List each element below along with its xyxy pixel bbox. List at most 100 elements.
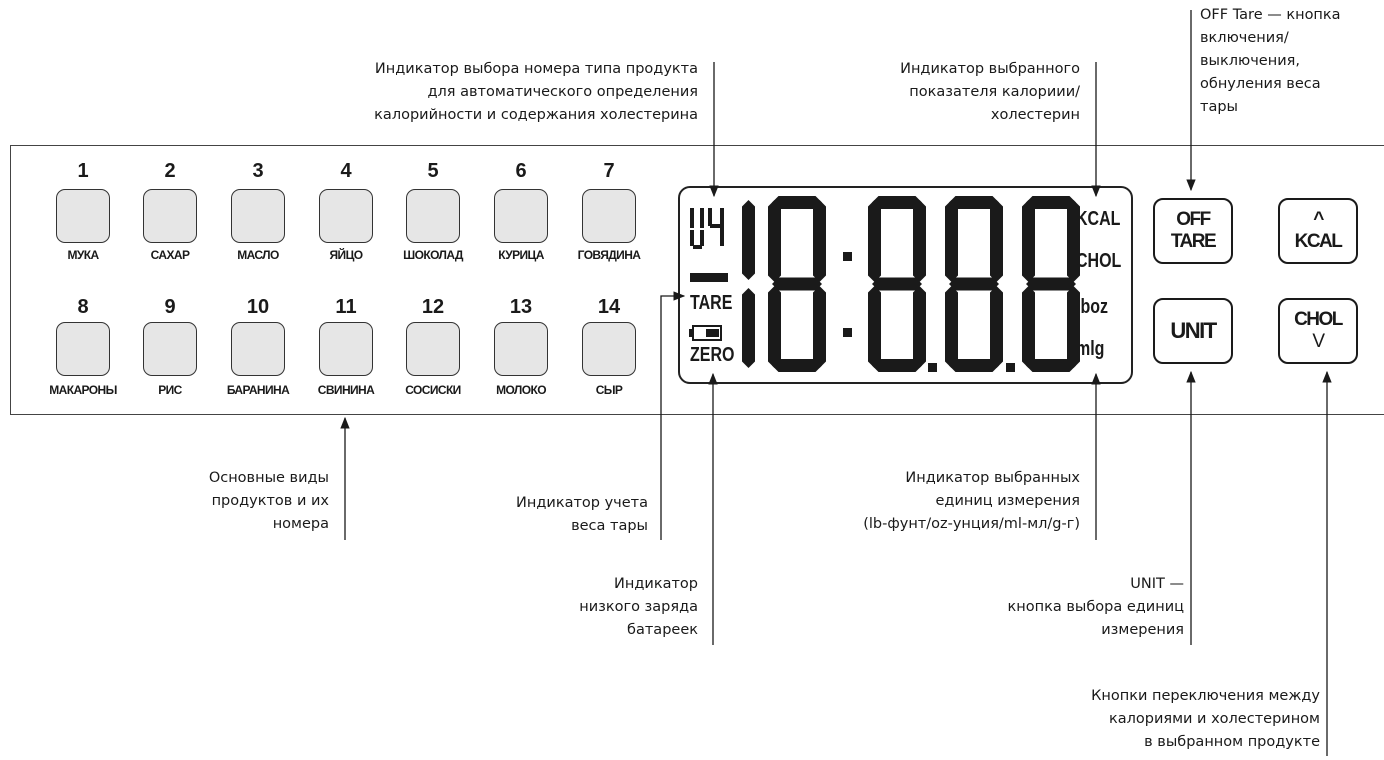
lcd-segments: [689, 196, 1080, 372]
lcd-segment: [1026, 359, 1076, 372]
annotation-battery: Индикатор низкого заряда батареек: [579, 576, 698, 638]
product-number: 2: [164, 160, 176, 182]
lcd-segment: [868, 200, 881, 282]
lcd-dot: [843, 328, 852, 337]
chol-down-button[interactable]: CHOL V: [1278, 298, 1358, 364]
lcd-segment: [913, 200, 926, 282]
product-name: БАРАНИНА: [226, 383, 290, 397]
product-number: 7: [603, 160, 615, 182]
product-name: САХАР: [150, 248, 190, 262]
product-name: ШОКОЛАД: [403, 248, 463, 262]
lcd-segment: [1067, 200, 1080, 282]
scale-control-panel: [10, 145, 1384, 415]
unit-chol-label: CHOL: [1076, 250, 1122, 272]
annotation-off-tare: OFF Tare — кнопка включения/ выключения,…: [1200, 7, 1341, 115]
lcd-dot: [843, 252, 852, 261]
product-key[interactable]: [143, 189, 197, 243]
product-number: 13: [509, 296, 533, 318]
product-name: ГОВЯДИНА: [577, 248, 641, 262]
product-number: 11: [335, 296, 357, 318]
product-number: 14: [597, 296, 621, 318]
annotation-unit-button: UNIT — кнопка выбора единиц измерения: [1007, 576, 1185, 638]
product-name: СВИНИНА: [317, 383, 375, 397]
lcd-segment: [872, 277, 922, 291]
lcd-segment: [772, 196, 822, 209]
lcd-segment: [768, 286, 781, 368]
lcd-dot: [928, 363, 937, 372]
annotation-product-type: Индикатор выбора номера типа продукта дл…: [374, 61, 698, 123]
product-name: СОСИСКИ: [405, 383, 461, 397]
lcd-segment: [949, 196, 999, 209]
lcd-segment: [1022, 200, 1035, 282]
lcd-segment: [990, 200, 1003, 282]
off-tare-button[interactable]: OFF TARE: [1153, 198, 1233, 264]
product-name: РИС: [158, 383, 182, 397]
product-key[interactable]: [231, 189, 285, 243]
product-number: 12: [421, 296, 445, 318]
lcd-segment: [813, 200, 826, 282]
product-name: СЫР: [595, 383, 623, 397]
lcd-dot: [1006, 363, 1015, 372]
down-arrow-icon: V: [1312, 331, 1325, 352]
lcd-segment: [945, 200, 958, 282]
product-number: 4: [340, 160, 352, 182]
product-name: МУКА: [67, 248, 99, 262]
product-key[interactable]: [319, 189, 373, 243]
lcd-segment: [913, 286, 926, 368]
product-name: МАСЛО: [237, 248, 279, 262]
unit-kcal-label: KCAL: [1076, 208, 1121, 230]
annotation-tare: Индикатор учета веса тары: [516, 495, 648, 534]
product-number: 3: [252, 160, 264, 182]
product-number: 6: [515, 160, 527, 182]
lcd-segment: [990, 286, 1003, 368]
lcd-display: TARE ZERO KCAL CHOL iboz mlg: [678, 186, 1133, 384]
product-key[interactable]: [56, 322, 110, 376]
lcd-segment: [872, 196, 922, 209]
product-number: 10: [246, 296, 270, 318]
lcd-segment: [945, 286, 958, 368]
product-number: 9: [164, 296, 176, 318]
product-name: ЯЙЦО: [329, 248, 364, 262]
product-name: МАКАРОНЫ: [49, 383, 117, 397]
lcd-segment: [768, 200, 781, 282]
lcd-segment: [772, 359, 822, 372]
battery-icon: [689, 325, 722, 341]
lcd-segment: [949, 359, 999, 372]
kcal-up-button[interactable]: ^ KCAL: [1278, 198, 1358, 264]
lcd-segment: [1026, 277, 1076, 291]
unit-mlg-label: mlg: [1076, 338, 1105, 360]
product-number: 8: [77, 296, 89, 318]
lcd-segment: [1022, 286, 1035, 368]
product-name: МОЛОКО: [496, 383, 546, 397]
leader-tare: [660, 291, 686, 540]
annotation-calorie: Индикатор выбранного показателя калориии…: [900, 61, 1080, 123]
product-key[interactable]: [406, 189, 460, 243]
product-key[interactable]: [494, 189, 548, 243]
tare-indicator-label: TARE: [690, 292, 733, 314]
product-key[interactable]: [231, 322, 285, 376]
annotation-main-products: Основные виды продуктов и их номера: [208, 470, 329, 532]
unit-iboz-label: iboz: [1076, 296, 1108, 318]
product-key[interactable]: [494, 322, 548, 376]
up-arrow-icon: ^: [1313, 209, 1324, 230]
product-key[interactable]: [582, 189, 636, 243]
lcd-segment: [742, 200, 755, 280]
zero-indicator-label: ZERO: [690, 344, 735, 366]
product-key[interactable]: [56, 189, 110, 243]
lcd-segment: [1067, 286, 1080, 368]
product-key[interactable]: [143, 322, 197, 376]
product-key[interactable]: [406, 322, 460, 376]
unit-button[interactable]: UNIT: [1153, 298, 1233, 364]
product-number: 5: [427, 160, 439, 182]
lcd-segment: [949, 277, 999, 291]
lcd-segment: [772, 277, 822, 291]
product-name: КУРИЦА: [498, 248, 544, 262]
lcd-segment: [868, 286, 881, 368]
lcd-bar: [690, 273, 728, 282]
lcd-segment: [742, 288, 755, 368]
product-number-indicator: [690, 208, 724, 249]
lcd-segment: [1026, 196, 1076, 209]
lcd-segment: [813, 286, 826, 368]
product-key[interactable]: [319, 322, 373, 376]
product-key[interactable]: [582, 322, 636, 376]
